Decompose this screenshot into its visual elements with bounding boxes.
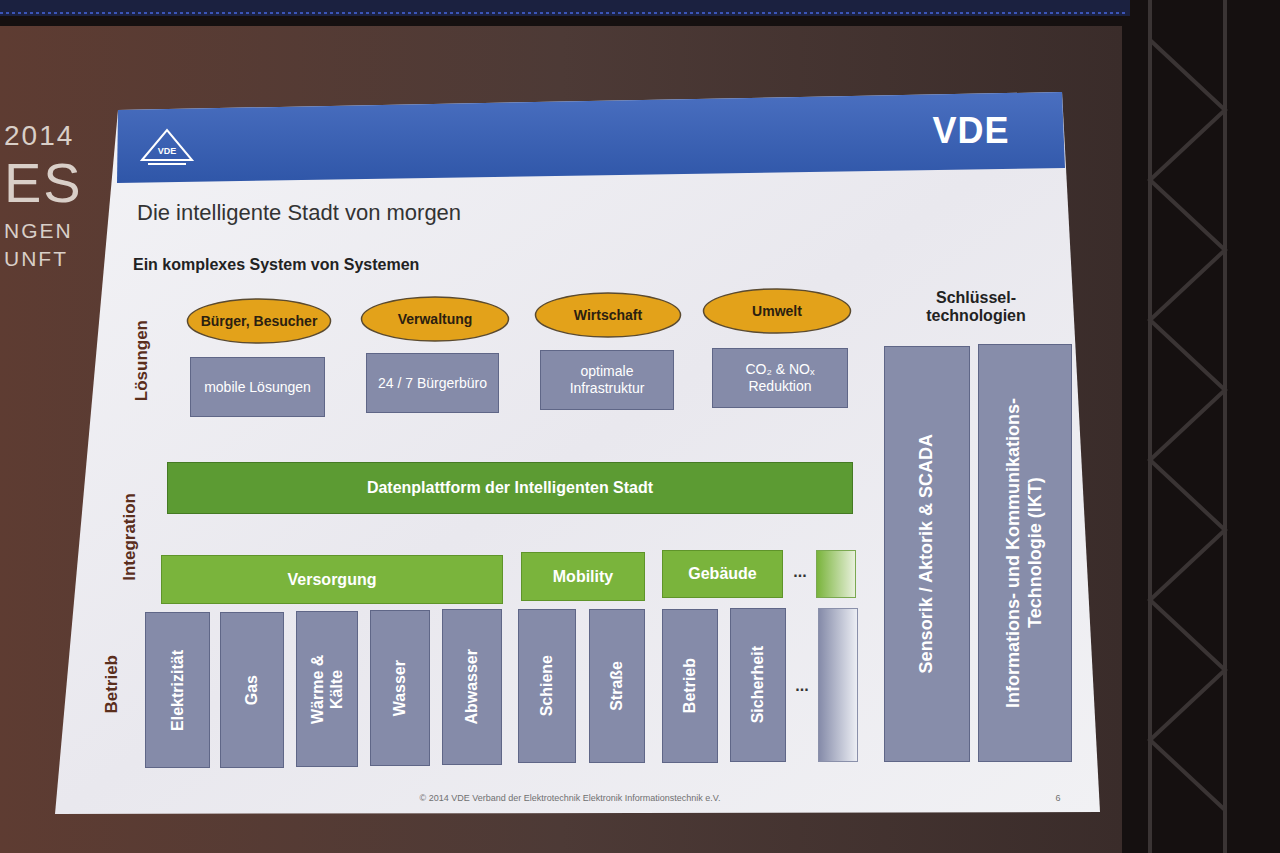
oval-shape [187,299,330,343]
node-text: optimale Infrastruktur [546,363,668,397]
operation-box: Elektrizität [145,612,210,768]
audience-oval: Umwelt [702,288,852,334]
operation-box: Sicherheit [730,608,786,762]
label-text: © 2014 VDE Verband der Elektrotechnik El… [420,793,721,803]
oval-shape [704,289,851,333]
key-technology-bar: Sensorik / Aktorik & SCADA [884,346,970,762]
operation-box: Straße [589,609,645,763]
label-text: UNFT [4,247,68,271]
faded-integration-box [816,550,856,598]
slide-header-band [117,92,1065,183]
label-text: VDE [158,146,177,156]
stage-truss [1150,0,1225,853]
layer-label: Lösungen [126,300,158,422]
label-text: ... [793,563,806,581]
solution-box: 24 / 7 Bürgerbüro [366,353,499,413]
label-text: ES [4,151,83,215]
key-technology-bar: Informations- und Kommunikations- Techno… [978,344,1072,762]
node-text: Schiene [537,655,556,716]
layer-label: Integration [114,468,146,606]
node-text: Sicherheit [748,646,767,723]
background-event-text: NGEN [4,218,96,244]
ellipsis: ... [786,560,814,584]
label-text: 6 [1055,793,1060,803]
operation-box: Wärme & Kälte [296,611,358,767]
operation-box: Betrieb [662,609,718,763]
domain-band: Mobility [521,552,645,601]
label-text: Integration [120,493,140,581]
domain-band: Versorgung [161,555,503,604]
label-text: NGEN [4,219,73,243]
projection-screen [0,26,1122,853]
page-number: 6 [1046,789,1070,807]
background-event-text: 2014 [4,118,96,154]
solution-box: optimale Infrastruktur [540,350,674,410]
label-text: Schlüssel- technologien [886,289,1066,326]
slide-title: Die intelligente Stadt von morgen [137,196,657,230]
operation-box: Gas [220,612,284,768]
audience-oval: Wirtschaft [534,292,682,338]
node-text: Versorgung [288,570,377,589]
node-text: Wirtschaft [574,307,642,324]
slide [55,92,1100,814]
node-text: Betrieb [680,658,699,713]
subtitle: Ein komplexes System von Systemen [133,252,553,278]
background-event-text: UNFT [4,246,96,272]
vde-logo-house [142,130,192,164]
operation-box: Schiene [518,609,576,763]
label-text: 2014 [4,120,74,152]
faded-operation-box [818,608,858,762]
audience-oval: Bürger, Besucher [186,298,332,344]
oval-shape [362,297,509,341]
node-text: 24 / 7 Bürgerbüro [378,375,487,392]
node-text: Sensorik / Aktorik & SCADA [916,434,938,673]
node-text: Elektrizität [168,650,187,731]
solution-box: mobile Lösungen [190,357,325,417]
copyright-footer: © 2014 VDE Verband der Elektrotechnik El… [290,789,850,807]
node-text: Wärme & Kälte [308,645,346,733]
node-text: Umwelt [752,303,802,320]
node-text: Mobility [553,567,613,586]
ceiling-lights [0,12,1125,14]
node-text: Informations- und Kommunikations- Techno… [1003,353,1046,753]
background-event-text: ES [4,150,96,216]
label-text: VDE [932,110,1009,151]
column-heading: Schlüssel- technologien [886,280,1066,334]
operation-box: Abwasser [442,609,502,765]
node-text: Gas [242,675,261,705]
label-text: ... [795,677,808,695]
vde-wordmark: VDE [896,108,1046,154]
node-text: Datenplattform der Intelligenten Stadt [367,478,653,497]
domain-band: Gebäude [662,550,783,598]
node-text: CO₂ & NOₓ Reduktion [718,361,842,395]
audience-oval: Verwaltung [360,296,510,342]
label-text: Ein komplexes System von Systemen [133,256,419,274]
vde-logo-text: VDE [147,143,187,159]
node-text: mobile Lösungen [204,379,311,396]
node-text: Gebäude [688,564,756,583]
ceiling-strip [0,0,1130,16]
operation-box: Wasser [370,610,430,766]
layer-label: Betrieb [96,628,128,740]
node-text: Abwasser [462,649,481,725]
node-text: Straße [607,661,626,711]
solution-box: CO₂ & NOₓ Reduktion [712,348,848,408]
ellipsis: ... [788,674,816,698]
label-text: Lösungen [132,320,152,401]
data-platform-band: Datenplattform der Intelligenten Stadt [167,462,853,514]
node-text: Verwaltung [398,311,473,328]
oval-shape [535,293,680,337]
node-text: Wasser [390,660,409,716]
node-text: Bürger, Besucher [201,313,318,330]
label-text: Betrieb [102,655,122,714]
